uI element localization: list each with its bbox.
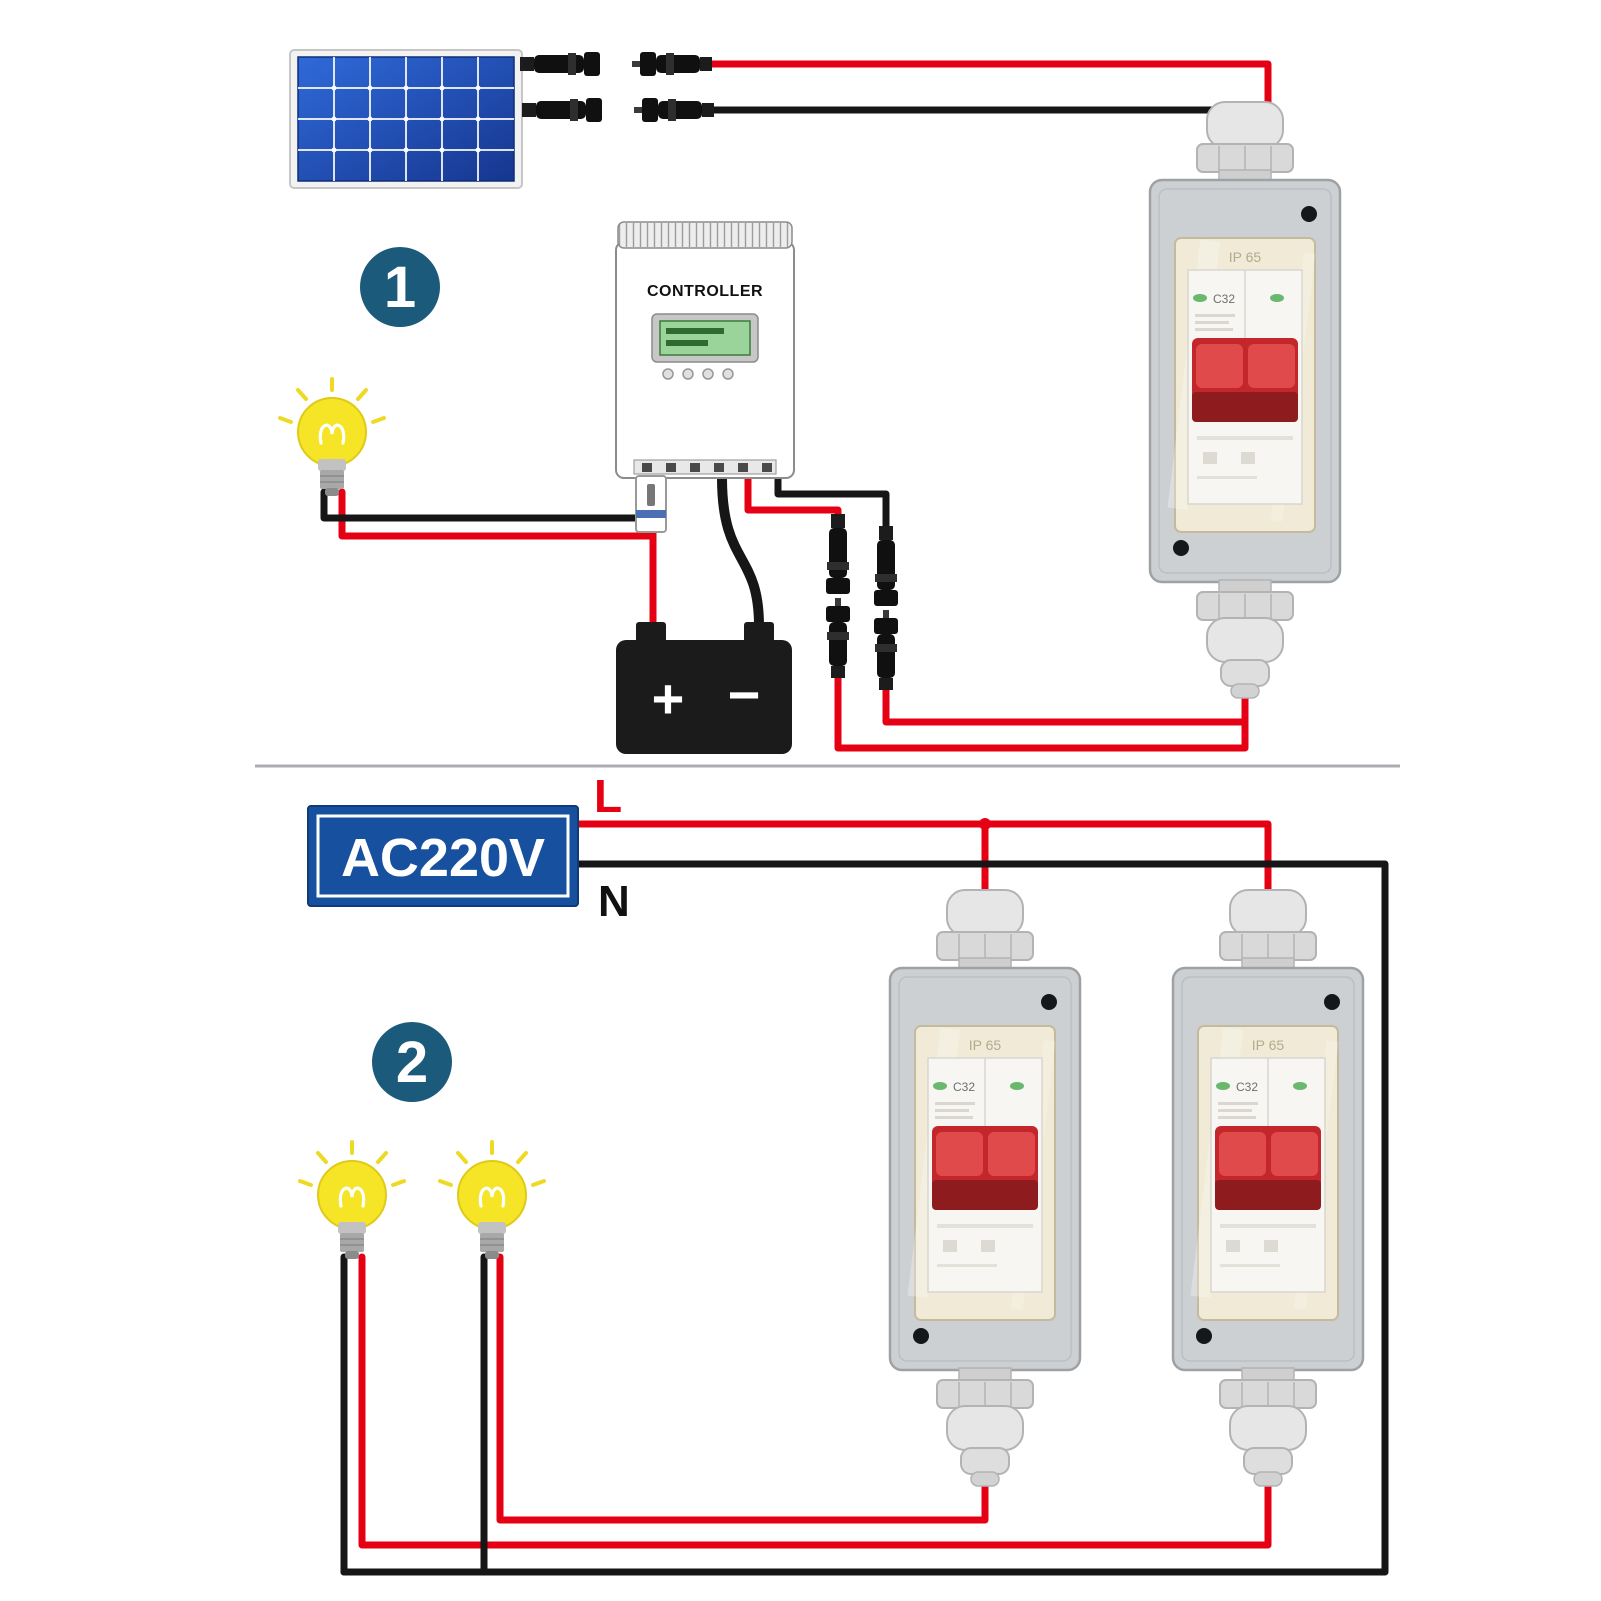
- breaker-box-2: [888, 888, 1082, 1488]
- light-bulb-1: [278, 377, 386, 498]
- breaker-box-1: [1148, 100, 1342, 700]
- ac-source-box: AC220V: [307, 805, 579, 907]
- controller-heatsink-icon: [617, 221, 793, 249]
- battery: + −: [616, 622, 792, 754]
- controller-lcd-screen: [651, 313, 759, 363]
- charge-controller: CONTROLLER: [615, 221, 795, 479]
- step-badge-1-number: 1: [384, 255, 416, 320]
- section2-black-wires: [340, 860, 1389, 1576]
- ac-source-label: AC220V: [341, 828, 545, 888]
- step-badge-2-number: 2: [396, 1030, 428, 1095]
- light-bulb-3: [438, 1140, 546, 1261]
- controller-terminals: [633, 459, 777, 475]
- mini-load-breaker: [635, 475, 667, 533]
- step-badge-1: 1: [360, 247, 440, 327]
- wire-junction-dot: [979, 818, 991, 830]
- step-badge-2: 2: [372, 1022, 452, 1102]
- mc4-connector-pair-positive-icon: [520, 52, 712, 76]
- mc4-connector-pair-vertical-1-icon: [826, 514, 850, 678]
- mc4-connector-pair-vertical-2-icon: [874, 526, 898, 690]
- light-bulb-2: [298, 1140, 406, 1261]
- battery-positive-label: +: [652, 667, 685, 730]
- neutral-label: N: [598, 877, 630, 926]
- mc4-connector-pair-negative-icon: [522, 98, 714, 122]
- battery-negative-label: −: [728, 663, 761, 726]
- breaker-box-3: [1171, 888, 1365, 1488]
- controller-label: CONTROLLER: [647, 283, 763, 300]
- solar-panel: [289, 49, 523, 189]
- controller-buttons: [662, 368, 734, 380]
- line-label: L: [594, 770, 622, 822]
